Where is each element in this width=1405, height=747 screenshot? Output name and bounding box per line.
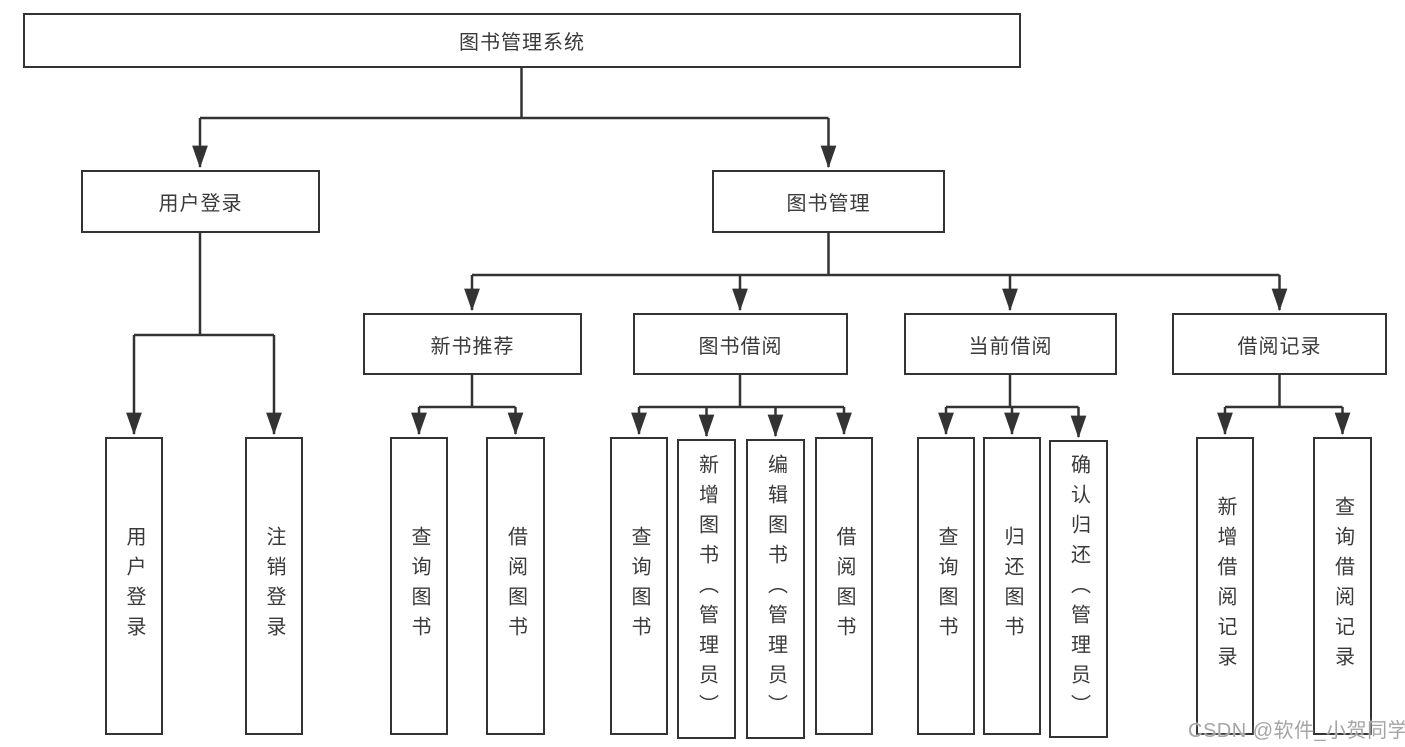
node-cb-return-books: 归还图书 xyxy=(983,437,1041,735)
node-nb-borrow-books-label: 借阅图书 xyxy=(504,526,527,646)
node-bb-borrow-books: 借阅图书 xyxy=(815,437,873,735)
node-root-label: 图书管理系统 xyxy=(459,32,585,54)
node-borrow-record: 借阅记录 xyxy=(1172,313,1387,375)
node-bb-add-books-label: 新增图书（管理员） xyxy=(695,454,718,724)
node-logout-label: 注销登录 xyxy=(263,526,285,646)
node-nb-borrow-books: 借阅图书 xyxy=(486,437,545,735)
node-bb-query-books: 查询图书 xyxy=(610,437,668,735)
node-user-login-label: 用户登录 xyxy=(158,193,243,215)
node-book-borrow: 图书借阅 xyxy=(633,313,848,375)
node-bb-borrow-books-label: 借阅图书 xyxy=(833,526,855,646)
csdn-watermark: CSDN @软件_小贺同学 xyxy=(1188,720,1405,742)
node-bb-edit-books: 编辑图书（管理员） xyxy=(746,439,805,739)
node-new-book-recommend-label: 新书推荐 xyxy=(430,335,515,358)
node-logout: 注销登录 xyxy=(245,437,303,735)
node-cb-confirm-return: 确认归还（管理员） xyxy=(1049,440,1108,738)
node-book-borrow-label: 图书借阅 xyxy=(698,335,783,358)
node-bb-edit-books-label: 编辑图书（管理员） xyxy=(764,454,787,724)
node-current-borrow-label: 当前借阅 xyxy=(968,335,1053,358)
node-br-query-record: 查询借阅记录 xyxy=(1313,437,1372,735)
node-bb-add-books: 新增图书（管理员） xyxy=(677,439,736,739)
node-nb-query-books: 查询图书 xyxy=(390,437,448,735)
node-cb-confirm-return-label: 确认归还（管理员） xyxy=(1067,454,1090,724)
node-borrow-record-label: 借阅记录 xyxy=(1237,335,1322,358)
node-new-book-recommend: 新书推荐 xyxy=(363,313,582,375)
node-book-management-label: 图书管理 xyxy=(786,193,871,215)
node-br-query-record-label: 查询借阅记录 xyxy=(1331,496,1354,676)
node-br-add-record-label: 新增借阅记录 xyxy=(1214,496,1236,676)
node-br-add-record: 新增借阅记录 xyxy=(1196,437,1254,735)
node-user-login: 用户登录 xyxy=(81,170,320,233)
node-cb-query-books-label: 查询图书 xyxy=(935,526,957,646)
node-book-management: 图书管理 xyxy=(712,170,945,233)
node-current-borrow: 当前借阅 xyxy=(904,313,1117,375)
node-nb-query-books-label: 查询图书 xyxy=(408,526,430,646)
node-root: 图书管理系统 xyxy=(23,13,1021,68)
node-cb-return-books-label: 归还图书 xyxy=(1001,526,1023,646)
node-bb-query-books-label: 查询图书 xyxy=(628,526,650,646)
node-login-label: 用户登录 xyxy=(123,526,145,646)
node-login: 用户登录 xyxy=(105,437,163,735)
node-cb-query-books: 查询图书 xyxy=(917,437,975,735)
